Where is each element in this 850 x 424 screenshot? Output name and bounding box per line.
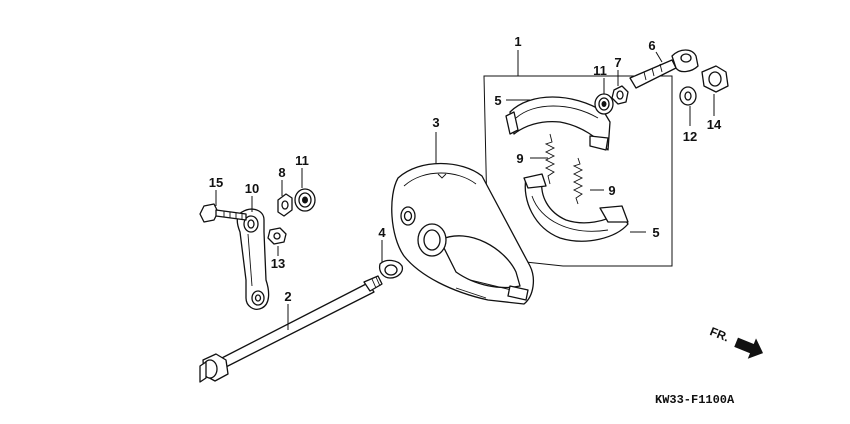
spring-upper — [544, 133, 556, 185]
axle — [199, 275, 383, 383]
callout-11-left: 11 — [295, 153, 309, 168]
leader-lines — [215, 50, 715, 330]
callout-3: 3 — [432, 115, 439, 130]
front-direction-marker: FR. — [708, 324, 764, 359]
callout-8: 8 — [278, 165, 285, 180]
brake-shoe-lower — [523, 173, 629, 242]
nut-13 — [267, 227, 287, 245]
callout-10: 10 — [245, 181, 259, 196]
brake-panel — [391, 162, 535, 305]
callout-5-upper: 5 — [494, 93, 501, 108]
brake-cam — [629, 49, 699, 89]
torque-link — [236, 208, 270, 310]
bearing-11-right — [594, 93, 614, 115]
callout-14: 14 — [707, 117, 722, 132]
callout-13: 13 — [271, 256, 285, 271]
brake-shoe-upper — [505, 96, 611, 151]
front-arrow-icon — [734, 337, 764, 359]
nut-14 — [701, 65, 729, 93]
callout-6: 6 — [648, 38, 655, 53]
callout-12: 12 — [683, 129, 697, 144]
washer-12 — [679, 86, 697, 106]
washer-7 — [611, 85, 629, 105]
bolt-15 — [199, 203, 247, 223]
spring-lower — [572, 157, 584, 205]
callout-11-right: 11 — [593, 63, 607, 78]
callout-5-lower: 5 — [652, 225, 659, 240]
callout-4: 4 — [378, 225, 386, 240]
front-marker-label: FR. — [708, 324, 731, 344]
callout-labels: 1 2 3 4 5 5 6 7 8 9 9 10 11 11 12 13 14 … — [209, 34, 722, 304]
callout-9-lower: 9 — [608, 183, 615, 198]
callout-7: 7 — [614, 55, 621, 70]
callout-9-upper: 9 — [516, 151, 523, 166]
diagram-code: KW33-F1100A — [655, 393, 735, 407]
bearing-11-left — [294, 188, 316, 212]
callout-2: 2 — [284, 289, 291, 304]
callout-15: 15 — [209, 175, 223, 190]
seal-clip-4 — [378, 259, 404, 279]
callout-1: 1 — [514, 34, 521, 49]
washer-8 — [277, 193, 293, 217]
